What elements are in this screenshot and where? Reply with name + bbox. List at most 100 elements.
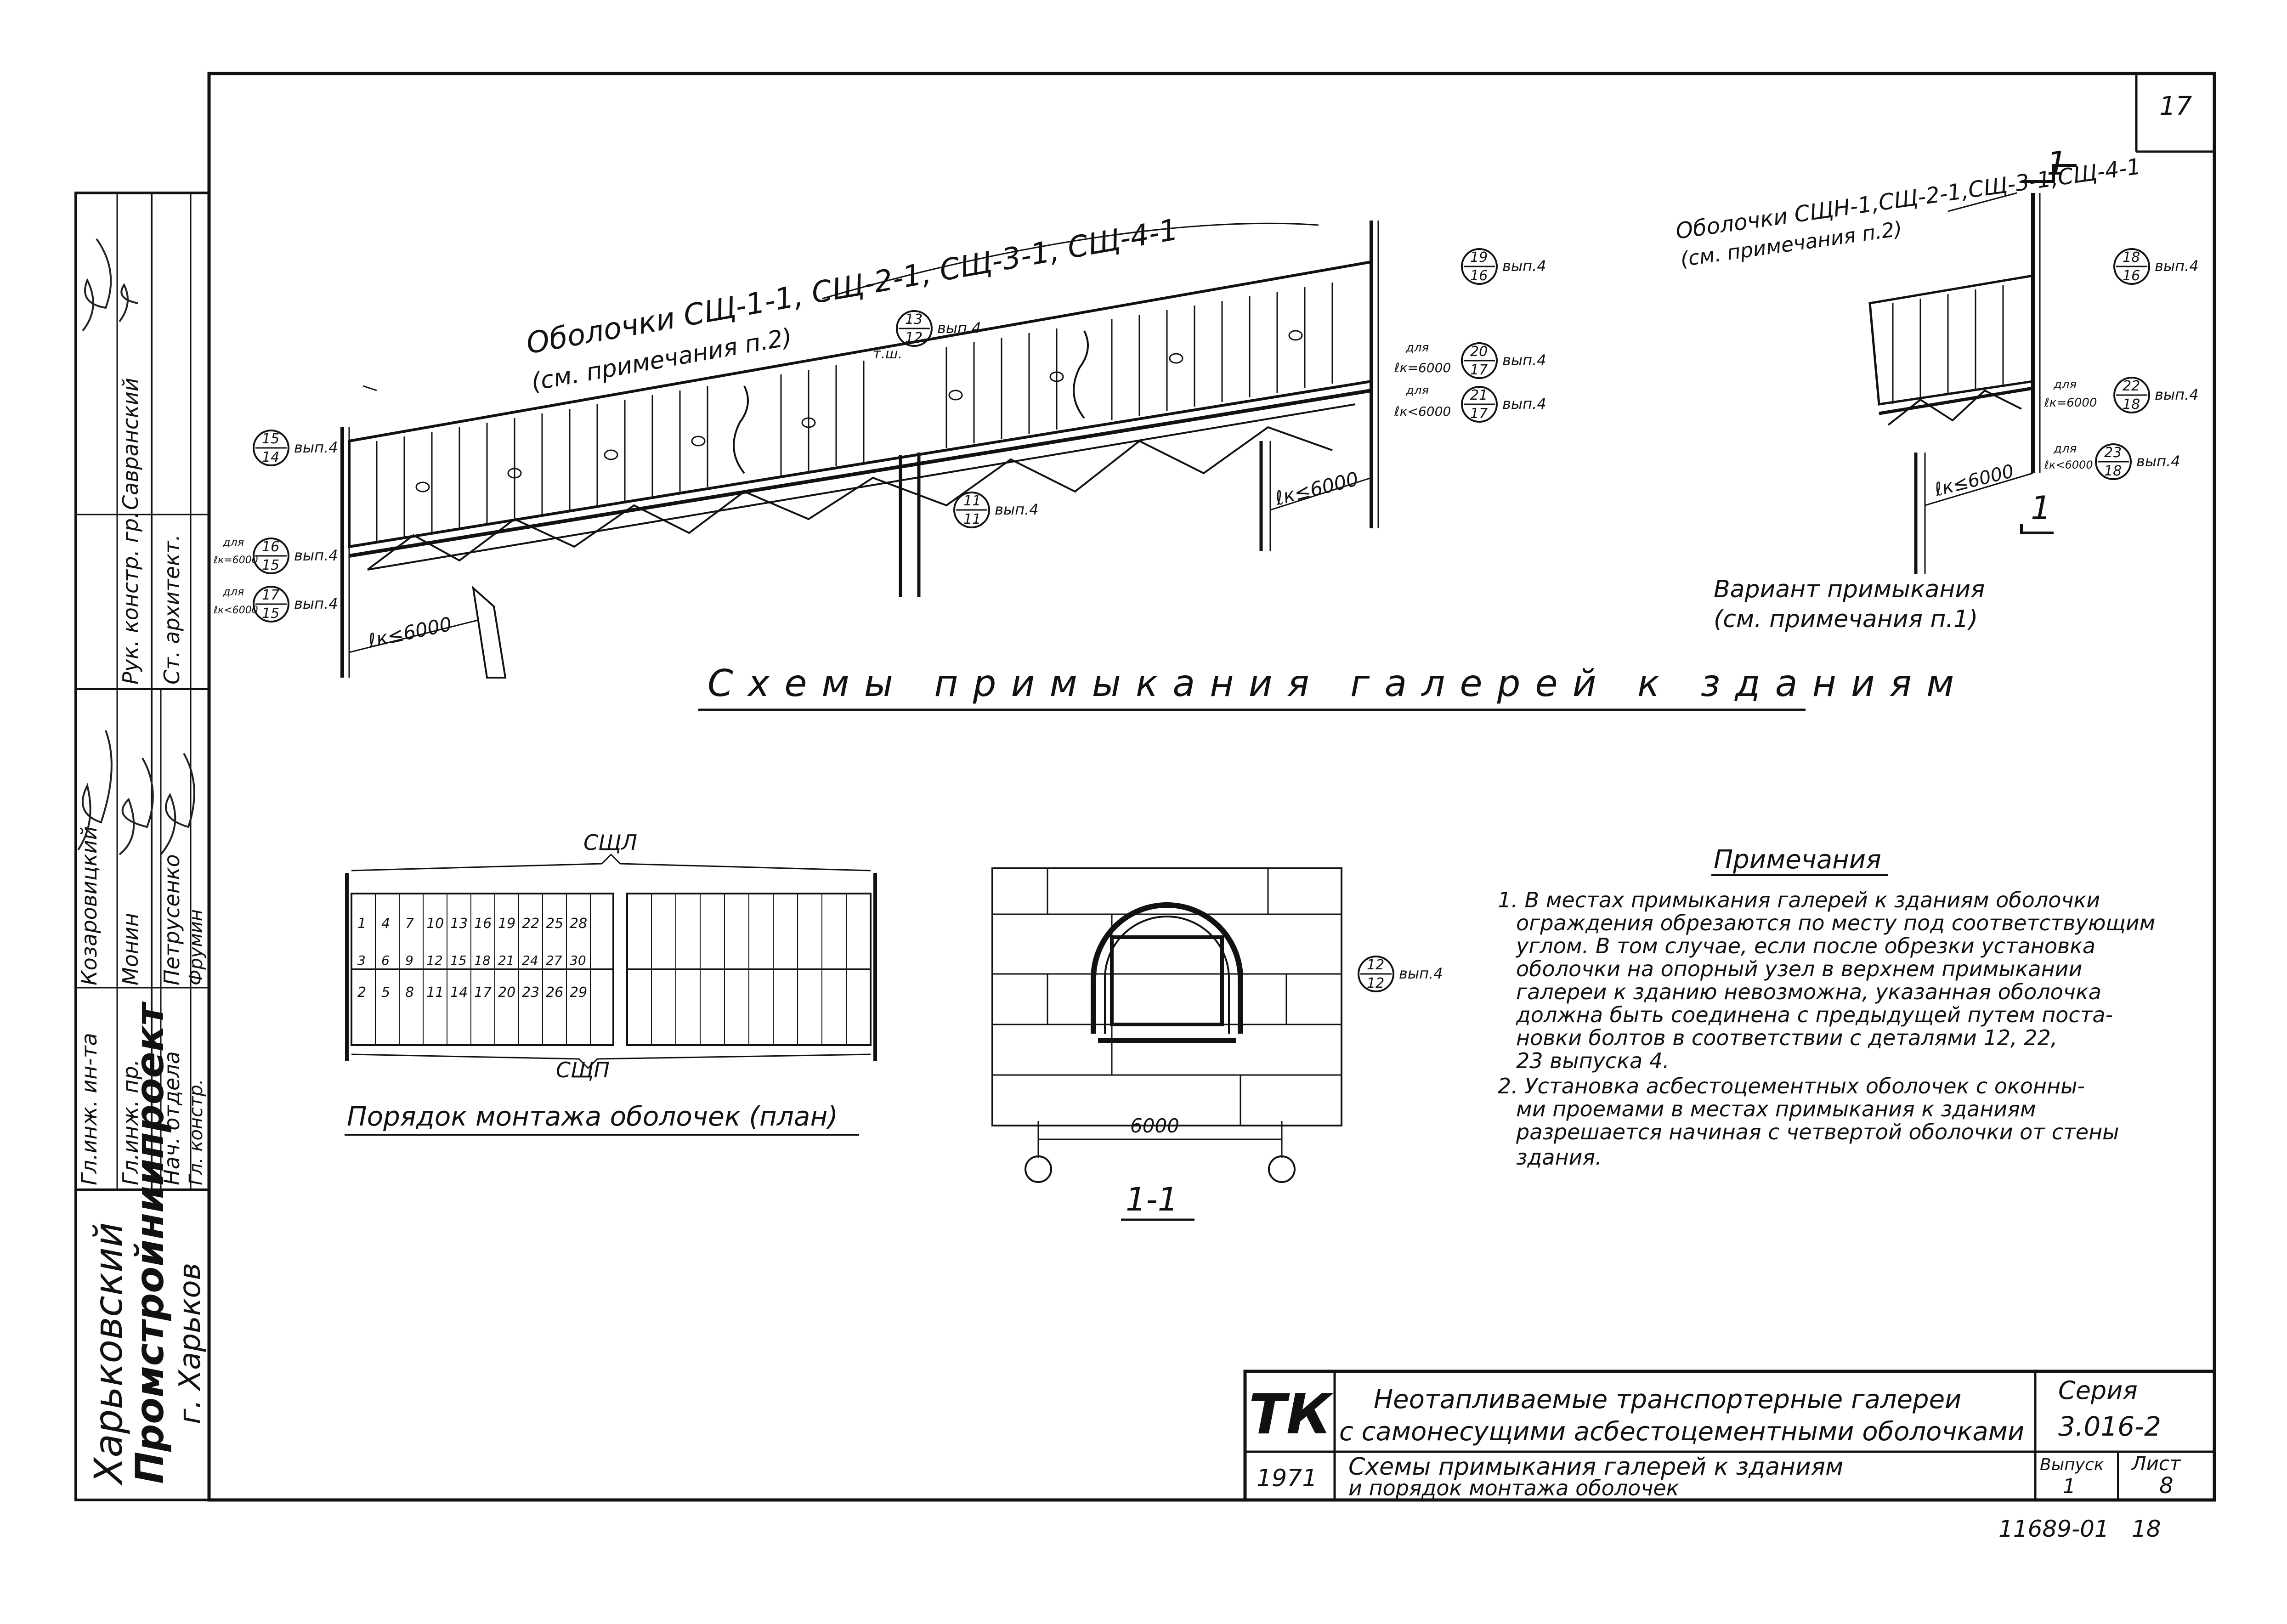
svg-text:12: 12 — [905, 330, 923, 346]
svg-text:22: 22 — [2123, 378, 2140, 394]
svg-text:17: 17 — [1470, 406, 1488, 422]
variant-section-mark-bottom: 1 — [2031, 489, 2051, 527]
plan-view-title: Порядок монтажа оболочек (план) — [347, 1101, 838, 1132]
section-view-text: 6000 12 12 вып.4 1-1 — [1121, 956, 1443, 1221]
svg-text:15: 15 — [450, 953, 467, 968]
svg-text:вып.4: вып.4 — [1502, 257, 1546, 275]
callout-11-11: 11 11 вып.4 — [953, 492, 1039, 528]
variant-ek-eq: ℓк=6000 — [2044, 396, 2097, 410]
variant-dlya-1: для — [2053, 378, 2077, 391]
note-line-3: оболочки на опорный узел в верхнем примы… — [1516, 956, 2082, 981]
plan-bottom-label: СЩП — [556, 1058, 610, 1082]
svg-text:8: 8 — [405, 985, 414, 1001]
variant-view — [1868, 164, 2077, 574]
svg-text:11: 11 — [963, 493, 981, 509]
note-line-6: новки болтов в соответствии с деталями 1… — [1516, 1025, 2057, 1050]
svg-text:16: 16 — [262, 539, 279, 555]
variant-shell-line1: Оболочки СЩН-1,СЩ-2-1,СЩ-3-1,СЩ-4-1 — [1674, 153, 2142, 244]
plan-mid-numbers: 3 6 9 12 15 18 21 24 27 30 — [357, 953, 586, 968]
svg-text:17: 17 — [262, 587, 279, 603]
svg-text:2: 2 — [357, 985, 366, 1001]
variant-dlya-2: для — [2053, 442, 2077, 456]
note-line-10: разрешается начиная с четвертой оболочки… — [1516, 1120, 2119, 1144]
stamp-role-5: Рук. констр. гр. — [118, 511, 143, 685]
doc-title-line1: Неотапливаемые транспортерные галереи — [1374, 1385, 1961, 1415]
svg-text:вып.4: вып.4 — [1502, 395, 1546, 413]
plan-bottom-numbers: 2 5 8 11 14 17 20 23 26 29 — [357, 985, 587, 1001]
callout-19-16: 19 16 вып.4 — [1461, 248, 1546, 285]
svg-text:вып.4: вып.4 — [1399, 965, 1443, 982]
note-line-2: углом. В том случае, если после обрезки … — [1515, 934, 2095, 958]
stamp-role-1: Гл.инж. пр. — [118, 1059, 143, 1185]
sheet-title-line2: и порядок монтажа оболочек — [1348, 1476, 1679, 1500]
svg-text:12: 12 — [1367, 957, 1384, 973]
note-line-11: здания. — [1516, 1145, 1602, 1170]
doc-number: 11689-01 — [1998, 1516, 2109, 1542]
svg-text:26: 26 — [546, 985, 563, 1001]
svg-text:5: 5 — [381, 985, 390, 1001]
main-tsh: т.ш. — [873, 346, 902, 362]
svg-text:вып.4: вып.4 — [294, 547, 338, 564]
stamp-role-0: Гл.инж. ин-та — [77, 1033, 102, 1185]
sheet-title-line1: Схемы примыкания галерей к зданиям — [1348, 1453, 1843, 1481]
svg-text:23: 23 — [2104, 445, 2122, 461]
callout-18-16: 18 16 вып.4 — [2113, 248, 2199, 285]
svg-text:19: 19 — [1470, 249, 1488, 266]
notes: Примечания 1. В местах примыкания галере… — [1498, 845, 2155, 1170]
svg-text:18: 18 — [2104, 463, 2122, 479]
plan-view-text: СЩЛ СЩП 1 4 7 10 13 16 19 22 25 28 3 6 9… — [345, 830, 859, 1136]
doc-title-line2: с самонесущими асбестоцементными оболочк… — [1339, 1417, 2024, 1447]
callout-17-15: 17 15 вып.4 — [253, 586, 338, 622]
main-shell-label-line1: Оболочки СЩ-1-1, СЩ-2-1, СЩ-3-1, СЩ-4-1 — [524, 213, 1181, 361]
svg-text:20: 20 — [498, 985, 515, 1001]
sheet-number: 17 — [2159, 91, 2192, 121]
svg-text:13: 13 — [905, 311, 923, 328]
stamp-name-2: Петрусенко — [159, 854, 184, 985]
svg-text:29: 29 — [570, 985, 587, 1001]
plan-top-numbers: 1 4 7 10 13 16 19 22 25 28 — [357, 916, 587, 932]
svg-text:15: 15 — [262, 557, 279, 573]
list-value: 8 — [2159, 1473, 2174, 1499]
main-dlya-1: для — [222, 536, 244, 549]
svg-text:вып.4: вып.4 — [1502, 351, 1546, 369]
svg-text:21: 21 — [1470, 387, 1488, 403]
org-line1: Харьковский — [86, 1222, 131, 1486]
note-line-4: галереи к зданию невозможна, указанная о… — [1516, 979, 2101, 1004]
svg-text:1: 1 — [357, 916, 366, 932]
svg-text:30: 30 — [570, 953, 586, 968]
main-view-title: Схемы примыкания галерей к зданиям — [708, 662, 1969, 705]
note-line-1: ограждения обрезаются по месту под соотв… — [1516, 911, 2155, 935]
svg-text:28: 28 — [570, 916, 587, 932]
org-line2: Промстройниипроект — [127, 1001, 172, 1484]
svg-text:14: 14 — [262, 449, 279, 465]
svg-text:12: 12 — [426, 953, 443, 968]
main-dlya-4: для — [1405, 384, 1429, 397]
svg-text:14: 14 — [450, 985, 468, 1001]
main-view — [340, 221, 1379, 679]
main-dim-ek-right: ℓк≤6000 — [1273, 467, 1361, 509]
svg-text:17: 17 — [1470, 362, 1488, 378]
svg-text:6: 6 — [381, 953, 390, 968]
main-ek-eq-2: ℓк=6000 — [1394, 360, 1451, 375]
svg-text:вып.4: вып.4 — [2155, 257, 2199, 275]
note-line-9: ми проемами в местах примыкания к здания… — [1516, 1097, 2036, 1121]
vypusk-label: Выпуск — [2040, 1455, 2104, 1474]
svg-text:11: 11 — [963, 511, 981, 527]
svg-text:20: 20 — [1470, 344, 1488, 360]
callout-13-12: 13 12 вып.4 — [896, 310, 981, 347]
svg-text:вып.4: вып.4 — [294, 595, 338, 612]
note-line-8: 2. Установка асбестоцементных оболочек с… — [1498, 1074, 2085, 1098]
svg-text:12: 12 — [1367, 975, 1384, 991]
svg-text:27: 27 — [546, 953, 562, 968]
seria-label: Серия — [2058, 1376, 2138, 1405]
plan-view — [345, 853, 877, 1069]
doc-page: 18 — [2132, 1516, 2161, 1542]
svg-text:18: 18 — [2123, 396, 2140, 413]
stamp-role-2: Нач. отдела — [159, 1051, 184, 1185]
callout-16-15: 16 15 вып.4 — [253, 538, 338, 574]
svg-text:10: 10 — [426, 916, 444, 932]
seria-value: 3.016-2 — [2058, 1411, 2161, 1442]
year: 1971 — [1257, 1465, 1317, 1492]
note-line-7: 23 выпуска 4. — [1516, 1048, 1670, 1073]
